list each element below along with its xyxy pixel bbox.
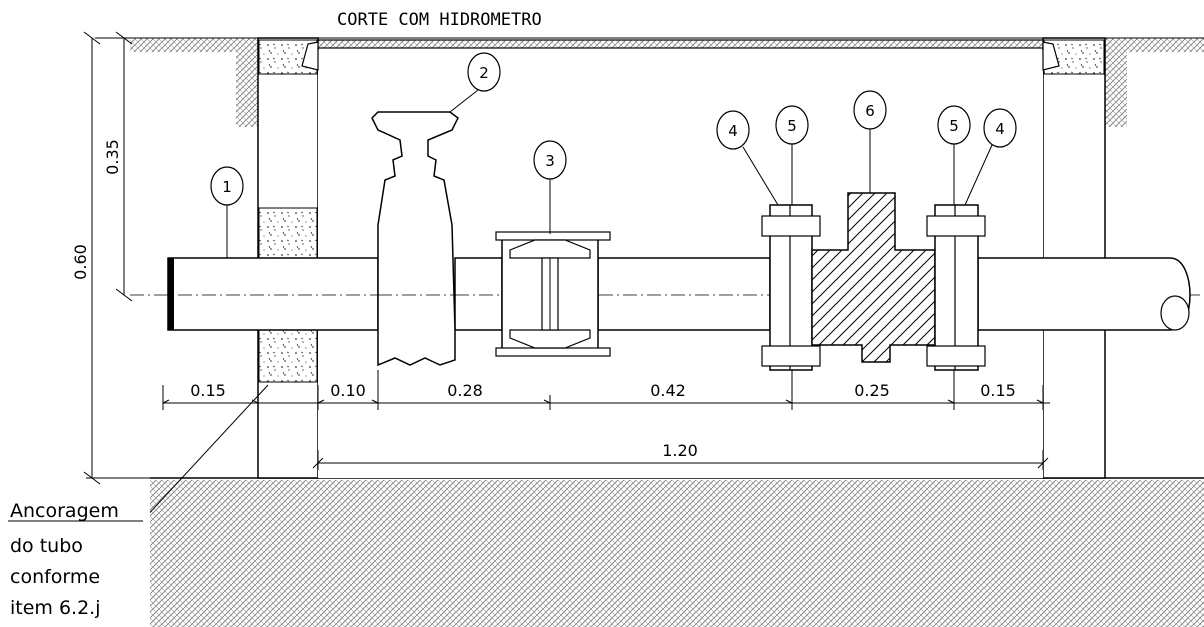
coupling-bolt-top bbox=[495, 231, 611, 241]
lid-seat-right bbox=[1042, 41, 1060, 71]
note-line-3: conforme bbox=[10, 566, 100, 588]
callout-4b-label: 4 bbox=[995, 120, 1005, 138]
callout-3: 3 bbox=[533, 140, 567, 234]
anchor-block-top bbox=[258, 207, 318, 259]
flange-right-bolt-bottom bbox=[926, 345, 986, 367]
dim-height-total-label: 0.60 bbox=[71, 244, 90, 280]
top-soil-right bbox=[1105, 38, 1204, 52]
dim-chain bbox=[162, 370, 1050, 410]
note-leader bbox=[142, 384, 269, 521]
bottom-soil bbox=[150, 480, 1204, 627]
pipe-break-symbol bbox=[1160, 295, 1190, 331]
lid-seat-left bbox=[301, 41, 319, 71]
callout-5b-label: 5 bbox=[949, 117, 959, 135]
lid-cover bbox=[317, 39, 1044, 49]
gate-valve bbox=[371, 111, 459, 367]
note-line-4: item 6.2.j bbox=[10, 597, 101, 619]
pipe-mid-2 bbox=[597, 257, 771, 331]
dim-height-total: 0.60 bbox=[71, 31, 150, 485]
dim-d2-label: 0.10 bbox=[330, 381, 366, 400]
callout-5a-label: 5 bbox=[787, 117, 797, 135]
callout-2-label: 2 bbox=[479, 64, 489, 82]
coupling-gland-top bbox=[509, 239, 591, 259]
pipe-right bbox=[977, 257, 1191, 331]
flange-left-bolt-bottom bbox=[761, 345, 821, 367]
pipe-mid-1 bbox=[454, 257, 503, 331]
callout-4a: 4 bbox=[716, 110, 779, 206]
dim-d6-label: 0.15 bbox=[980, 381, 1016, 400]
callout-3-label: 3 bbox=[545, 152, 555, 170]
flange-left-bolt-top bbox=[761, 215, 821, 237]
anchor-block-bottom bbox=[258, 329, 318, 383]
dim-height-upper-label: 0.35 bbox=[103, 139, 122, 175]
coupling-bolt-bottom bbox=[495, 347, 611, 357]
callout-6-label: 6 bbox=[865, 102, 875, 120]
side-soil-right bbox=[1105, 52, 1127, 127]
callout-1-label: 1 bbox=[222, 178, 232, 196]
pipe-left bbox=[167, 257, 379, 331]
callout-1: 1 bbox=[210, 166, 244, 258]
callout-4b: 4 bbox=[964, 108, 1017, 206]
dim-total-length bbox=[312, 450, 1049, 470]
top-soil-left bbox=[130, 38, 258, 52]
drawing-title: CORTE COM HIDROMETRO bbox=[337, 10, 542, 30]
dim-d4-label: 0.42 bbox=[650, 381, 686, 400]
note-background bbox=[0, 496, 150, 627]
callout-6: 6 bbox=[853, 90, 887, 193]
callout-2: 2 bbox=[449, 52, 501, 113]
pipe-end-cap bbox=[168, 258, 174, 330]
callout-4a-label: 4 bbox=[728, 122, 738, 140]
dim-height-upper: 0.35 bbox=[103, 31, 133, 302]
dim-d3-label: 0.28 bbox=[447, 381, 483, 400]
callout-5a: 5 bbox=[775, 105, 809, 205]
note-line-1: Ancoragem bbox=[10, 500, 119, 522]
note-line-2: do tubo bbox=[10, 535, 83, 557]
callout-5b: 5 bbox=[937, 105, 971, 205]
coupling-gland-bottom bbox=[509, 329, 591, 349]
dim-d5-label: 0.25 bbox=[854, 381, 890, 400]
dim-d1-label: 0.15 bbox=[190, 381, 226, 400]
flange-right-bolt-top bbox=[926, 215, 986, 237]
dim-total-length-label: 1.20 bbox=[662, 441, 698, 460]
side-soil-left bbox=[236, 52, 258, 127]
